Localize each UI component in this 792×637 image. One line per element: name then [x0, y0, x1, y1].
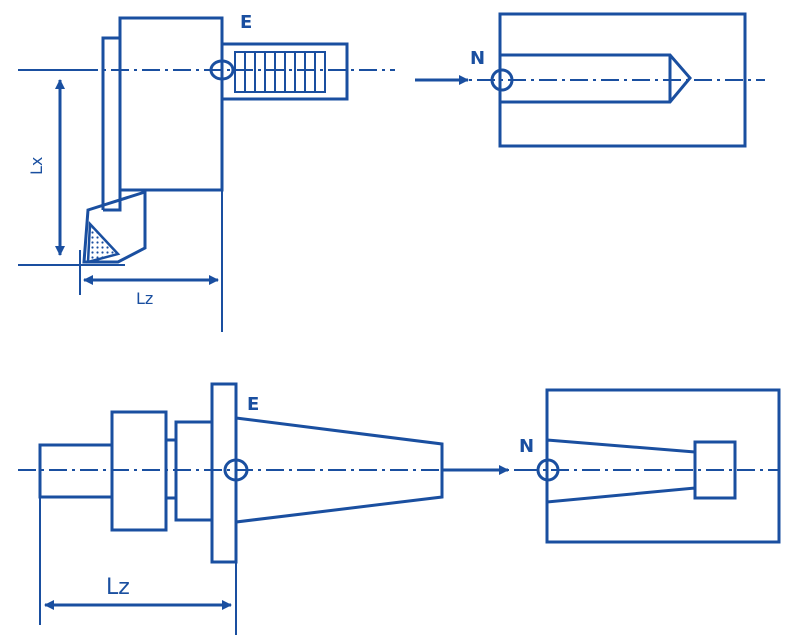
- reference-point-n-top: [490, 68, 514, 92]
- label-n-top: N: [470, 48, 485, 69]
- spindle-grid-lines: [244, 52, 316, 92]
- top-workpiece-group: N: [415, 12, 765, 148]
- label-lz-bottom: Lz: [106, 575, 130, 600]
- tool-holder-body: [118, 16, 224, 192]
- tool-shank: [101, 36, 120, 210]
- label-lz-top: Lz: [136, 289, 153, 308]
- holder-taper: [234, 416, 444, 524]
- label-n-bottom: N: [519, 436, 534, 457]
- cutting-head: [82, 189, 147, 264]
- milling-holder-group: E Lz: [18, 382, 530, 635]
- spindle-adapter: [220, 42, 349, 101]
- reference-point-e-bottom: [223, 458, 249, 482]
- bottom-workpiece-group: N: [519, 388, 781, 544]
- reference-point-n-bottom: [536, 458, 560, 482]
- label-e-top: E: [240, 12, 252, 33]
- top-workpiece-bore: [498, 53, 692, 104]
- label-lx: Lx: [27, 157, 46, 175]
- reference-point-e-top: [209, 59, 235, 81]
- bottom-workpiece-bore: [545, 438, 737, 504]
- turning-tool-group: E Lx Lz: [18, 12, 395, 332]
- tool-shank-lower: [103, 190, 122, 212]
- bottom-workpiece: [545, 388, 781, 544]
- cutting-insert: [86, 220, 121, 264]
- spindle-grid-frame: [234, 51, 326, 93]
- label-e-bottom: E: [247, 394, 259, 415]
